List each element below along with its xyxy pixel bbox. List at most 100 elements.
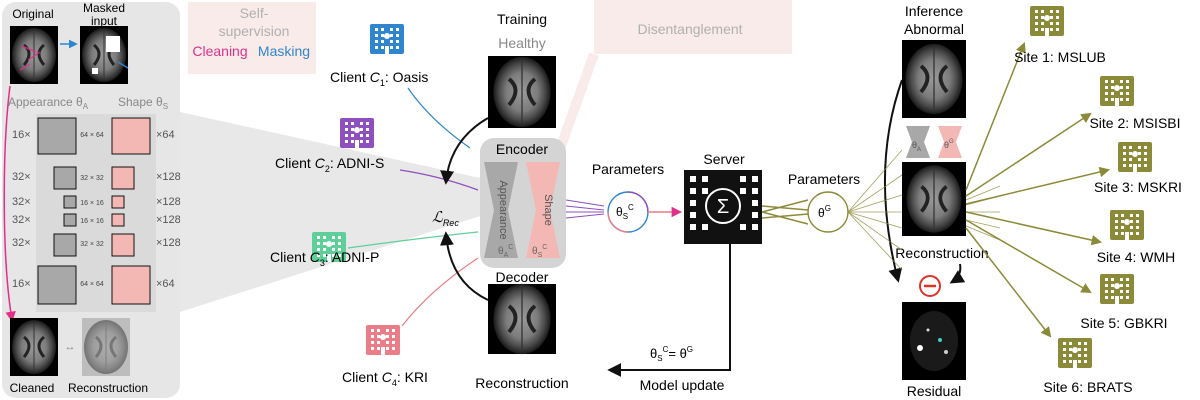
cleaned-label: Cleaned xyxy=(10,381,55,395)
shape-text: Shape xyxy=(542,194,554,226)
site-4-building-icon xyxy=(1110,210,1144,240)
decoder-label: Decoder xyxy=(496,269,549,285)
row2-right: ×128 xyxy=(156,171,181,183)
appearance-label: Appearance θA xyxy=(8,95,89,111)
model-update-label: Model update xyxy=(640,377,725,393)
original-label: Original xyxy=(12,7,53,21)
minus-icon xyxy=(919,275,941,297)
row2-left: 32× xyxy=(12,171,31,183)
row5-left: 32× xyxy=(12,237,31,249)
client-3: Client C3: ADNI-P xyxy=(270,231,479,268)
server-label: Server xyxy=(703,151,745,167)
site-2-building-icon xyxy=(1100,76,1134,106)
selfsup-line2: supervision xyxy=(219,23,290,39)
site-6-label: Site 6: BRATS xyxy=(1043,379,1132,395)
encoder-loss-arrow xyxy=(440,117,489,185)
row6-mid: 64 × 64 xyxy=(80,281,104,288)
encoder-label: Encoder xyxy=(496,141,548,157)
inference-appearance-encoder xyxy=(906,126,930,158)
cleaning-arrow xyxy=(3,85,16,323)
client-4: Client C4: KRI xyxy=(342,257,479,388)
site-6: Site 6: BRATS xyxy=(1043,338,1133,395)
compare-arrow: ↔ xyxy=(65,341,76,353)
inference-shape-encoder xyxy=(938,126,962,158)
row6-left: 16× xyxy=(12,278,31,290)
row5-right: ×128 xyxy=(156,237,181,249)
inference-title-1: Inference xyxy=(905,3,964,19)
client-1-label: Client C1: Oasis xyxy=(330,69,428,88)
parameters-left-label: Parameters xyxy=(592,161,664,177)
client-4-building-icon xyxy=(366,325,400,355)
client-1: Client C1: Oasis xyxy=(330,24,471,149)
selfsup-line1: Self- xyxy=(240,5,269,21)
site-4-label: Site 4: WMH xyxy=(1097,249,1176,265)
original-brain-image xyxy=(10,26,58,84)
abnormal-brain-image xyxy=(902,40,966,118)
site-5: Site 5: GBKRI xyxy=(1080,274,1168,331)
training-title: Training xyxy=(497,11,547,27)
row5-mid: 32 × 32 xyxy=(80,241,104,248)
shape-encoder xyxy=(526,162,560,258)
row1-left: 16× xyxy=(12,129,31,141)
healthy-brain-image xyxy=(488,54,556,130)
row1-right: ×64 xyxy=(156,129,175,141)
training-reconstruction-label: Reconstruction xyxy=(475,375,568,391)
site-1-label: Site 1: MSLUB xyxy=(1014,49,1106,65)
row4-mid: 16 × 16 xyxy=(80,218,104,225)
site-3: Site 3: MSKRI xyxy=(1094,142,1182,195)
row6-right: ×64 xyxy=(156,278,175,290)
row2-mid: 32 × 32 xyxy=(80,175,104,182)
server-building-icon: Σ xyxy=(684,170,762,244)
decoded-brain-image xyxy=(488,281,556,357)
inference-theta-a: θA xyxy=(912,140,921,153)
sites: Site 1: MSLUB Site 2: MSISBI Site 3: MSK… xyxy=(965,6,1182,395)
site-6-building-icon xyxy=(1058,338,1092,368)
row1-mid: 64 × 64 xyxy=(80,132,104,139)
site-3-building-icon xyxy=(1118,142,1152,172)
shape-label: Shape θS xyxy=(118,95,168,111)
loss-rec: ℒRec xyxy=(432,209,459,228)
masked-brain-image xyxy=(80,26,129,84)
layer-rows: 16× 64 × 64 ×64 32× 32 × 32 ×128 32× 16 … xyxy=(12,114,181,312)
selfsup-highlight xyxy=(188,2,316,74)
masked-label-line2: input xyxy=(91,14,118,28)
abnormal-to-minus-arrow xyxy=(883,79,903,283)
site-2-label: Site 2: MSISBI xyxy=(1089,115,1180,131)
left-panel: Original Masked input Self- supervision … xyxy=(2,1,316,398)
update-equation: θSC= θG xyxy=(650,345,693,363)
client-2-building-icon xyxy=(340,118,374,148)
inference-title-2: Abnormal xyxy=(904,21,964,37)
inference-block: Inference Abnormal θA θG Reconstruction … xyxy=(883,3,989,399)
clients: Client C1: Oasis Client C2: ADNI-S Clien… xyxy=(270,24,479,388)
disentanglement-label: Disentanglement xyxy=(637,21,742,37)
disentanglement-highlight xyxy=(594,0,792,54)
masked-label-line1: Masked xyxy=(83,1,125,15)
reconstruction-brain-image xyxy=(82,318,130,376)
site-5-building-icon xyxy=(1100,274,1134,304)
site-2: Site 2: MSISBI xyxy=(1089,76,1181,131)
row4-left: 32× xyxy=(12,214,31,226)
row3-right: ×128 xyxy=(156,196,181,208)
training-block: Training Healthy Disentanglement Encoder… xyxy=(432,0,792,391)
row3-mid: 16 × 16 xyxy=(80,200,104,207)
row3-left: 32× xyxy=(12,196,31,208)
site-4: Site 4: WMH xyxy=(1097,210,1176,265)
cleaning-label: Cleaning xyxy=(192,43,247,59)
client-3-label: Client C3: ADNI-P xyxy=(270,249,379,268)
client-2: Client C2: ADNI-S xyxy=(275,118,479,191)
inference-theta-g: θG xyxy=(944,139,954,150)
recon-to-minus-arrow xyxy=(949,263,966,284)
appearance-encoder xyxy=(484,162,518,258)
row4-right: ×128 xyxy=(156,214,181,226)
reconstruction-label-left: Reconstruction xyxy=(68,381,148,395)
zoom-wedge xyxy=(180,112,480,312)
site-1-building-icon xyxy=(1030,6,1064,36)
residual-label: Residual xyxy=(907,383,961,399)
masking-label: Masking xyxy=(258,43,310,59)
sigma-symbol: Σ xyxy=(717,196,729,218)
residual-brain-image xyxy=(902,302,966,380)
site-5-label: Site 5: GBKRI xyxy=(1080,315,1167,331)
client-4-label: Client C4: KRI xyxy=(342,369,428,388)
inference-reconstruction-label: Reconstruction xyxy=(895,245,988,261)
